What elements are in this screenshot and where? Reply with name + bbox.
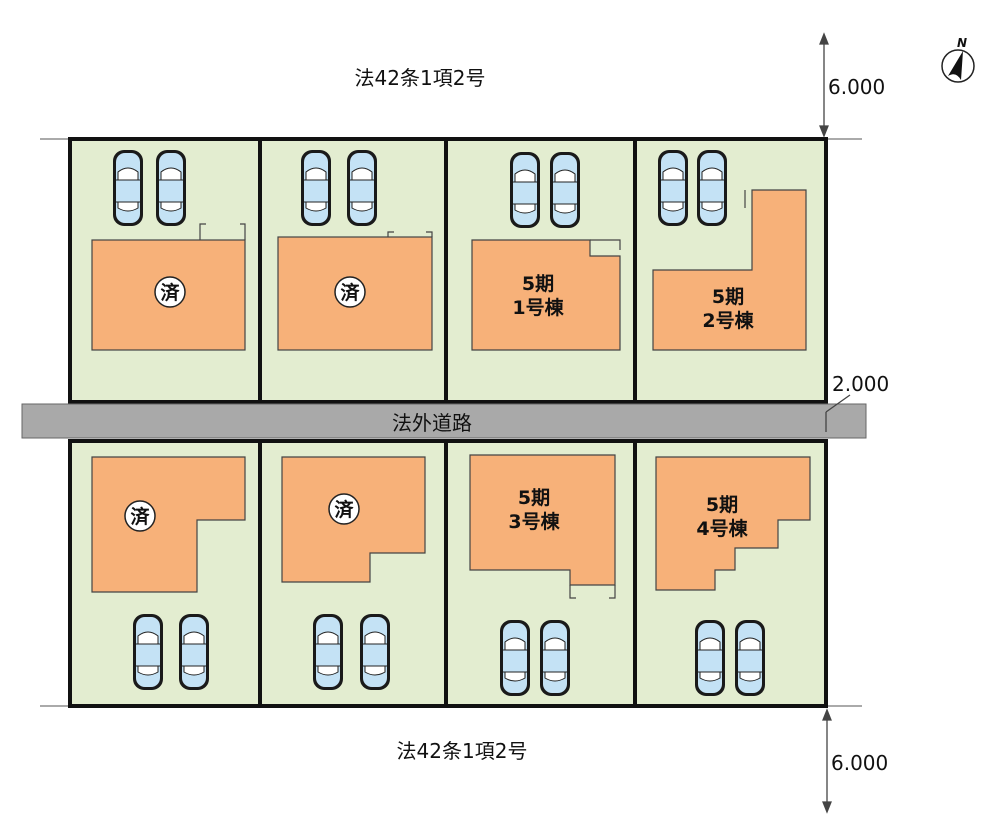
private-road-label: 法外道路 (392, 411, 472, 435)
lot-label: 4号棟 (696, 517, 748, 540)
bottom-road-width: 6.000 (831, 751, 888, 775)
sold-badge: 済 (124, 500, 156, 532)
private-road-width: 2.000 (832, 372, 889, 396)
sold-badge: 済 (334, 276, 366, 308)
lot-label: 5期 (712, 286, 744, 308)
lot-label: 5期 (522, 273, 554, 295)
svg-text:済: 済 (160, 281, 180, 304)
car-icon (300, 149, 332, 227)
car-icon (112, 149, 144, 227)
lot-label: 3号棟 (508, 510, 560, 533)
car-icon (509, 151, 541, 229)
car-icon (539, 619, 571, 697)
north-arrow-icon: N (941, 36, 975, 83)
building-bottom-1 (91, 456, 246, 593)
sold-badge: 済 (154, 276, 186, 308)
car-icon (346, 149, 378, 227)
bottom-road-label: 法42条1項2号 (397, 739, 528, 763)
car-icon (178, 613, 210, 691)
dimension-arrows (819, 32, 851, 814)
car-icon (657, 149, 689, 227)
private-road (21, 403, 867, 439)
svg-text:済: 済 (334, 498, 354, 521)
lot-label: 2号棟 (702, 309, 754, 332)
lot-label: 5期 (518, 487, 550, 509)
car-icon (549, 151, 581, 229)
car-icon (499, 619, 531, 697)
lot-label: 1号棟 (512, 296, 564, 319)
car-icon (155, 149, 187, 227)
sold-badge: 済 (328, 493, 360, 525)
car-icon (694, 619, 726, 697)
svg-text:N: N (957, 36, 967, 50)
svg-text:済: 済 (340, 281, 360, 304)
top-road-label: 法42条1項2号 (355, 66, 486, 90)
building-top-4 (652, 189, 807, 351)
car-icon (132, 613, 164, 691)
car-icon (312, 613, 344, 691)
lot-label: 5期 (706, 494, 738, 516)
svg-text:済: 済 (130, 505, 150, 528)
top-road-width: 6.000 (828, 75, 885, 99)
building-top-3 (471, 239, 621, 351)
building-bottom-4 (655, 456, 811, 591)
car-icon (696, 149, 728, 227)
car-icon (359, 613, 391, 691)
car-icon (734, 619, 766, 697)
